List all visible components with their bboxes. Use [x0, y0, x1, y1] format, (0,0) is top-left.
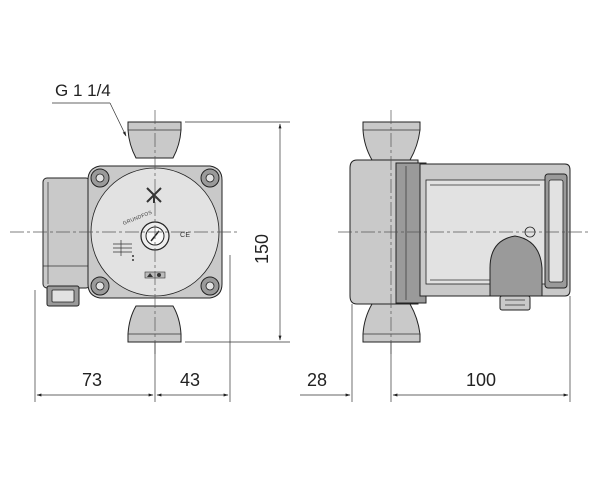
height-dimension: 150: [185, 121, 290, 343]
thread-label: G 1 1/4: [55, 81, 111, 100]
grundfos-logo-icon: [146, 187, 162, 203]
bottom-port: [127, 305, 182, 343]
thread-callout: G 1 1/4: [52, 81, 127, 137]
terminal-box: [42, 177, 91, 307]
ce-mark: CE: [180, 232, 190, 239]
side-offset-value: 28: [307, 370, 327, 390]
speed-bars-icon: [113, 240, 134, 261]
front-view: GRUNDFOS CE: [10, 110, 240, 355]
side-view: [338, 110, 590, 355]
center-offset-value: 43: [180, 370, 200, 390]
front-width-dimensions: 73 43: [34, 255, 231, 402]
height-value: 150: [252, 234, 272, 264]
left-width-value: 73: [82, 370, 102, 390]
side-width-dimensions: 28 100: [300, 296, 571, 402]
top-port: [127, 121, 182, 159]
side-length-value: 100: [466, 370, 496, 390]
